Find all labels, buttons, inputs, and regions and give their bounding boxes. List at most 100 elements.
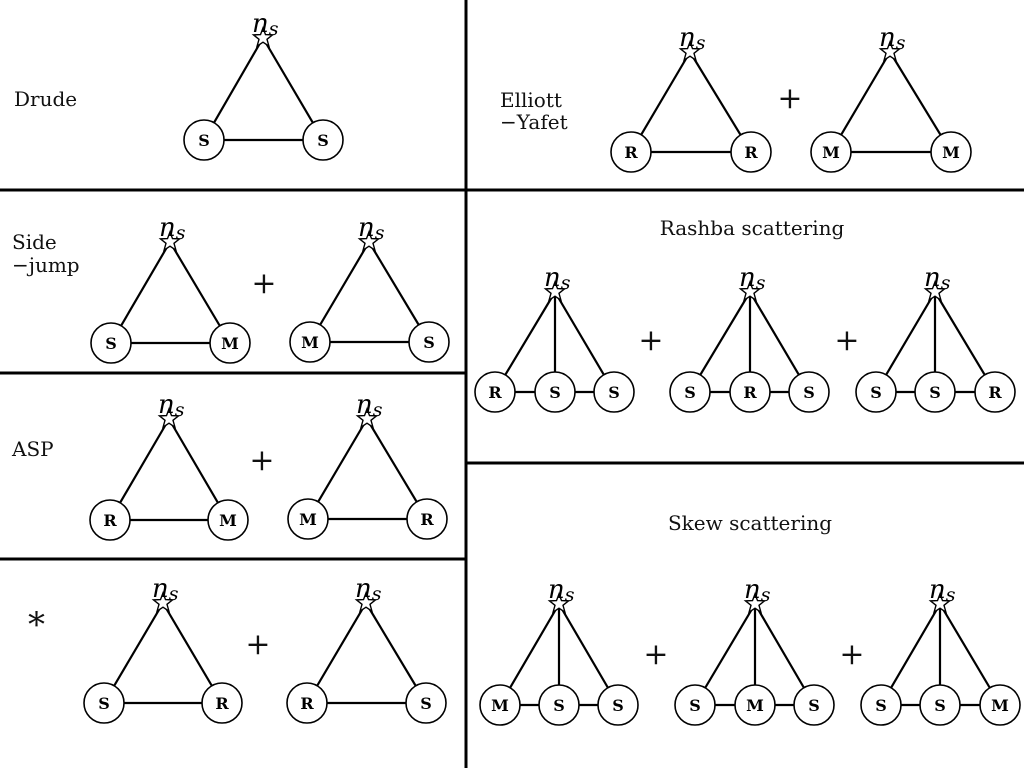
- star-vertex-icon: [151, 591, 175, 613]
- vertex-circle: [302, 119, 344, 161]
- ns-label: ns: [544, 263, 571, 294]
- vertex-circle: [729, 371, 771, 413]
- ns-subscript: s: [269, 18, 279, 40]
- plus-sign: +: [777, 81, 802, 116]
- plus-sign: +: [638, 323, 663, 358]
- ns-label: ns: [679, 23, 706, 54]
- label-asp: ASP: [11, 437, 54, 461]
- star-vertex-icon: [543, 280, 567, 302]
- ns-main: n: [739, 263, 756, 293]
- vertex-circle: [810, 131, 852, 173]
- ns-main: n: [924, 263, 941, 293]
- vertex-label: R: [744, 143, 758, 162]
- vertex-label: S: [608, 383, 620, 402]
- ns-main: n: [252, 9, 269, 39]
- ns-main: n: [548, 575, 565, 605]
- ns-subscript: s: [375, 222, 385, 244]
- vertex-label: R: [215, 694, 229, 713]
- vertex-label: S: [612, 696, 624, 715]
- vertex-circle: [730, 131, 772, 173]
- plus-sign: +: [839, 637, 864, 672]
- vertex-label: R: [624, 143, 638, 162]
- ns-label: ns: [356, 390, 383, 421]
- vertex-label: R: [300, 694, 314, 713]
- vertex-label: M: [221, 334, 239, 353]
- vertex-circle: [974, 371, 1016, 413]
- vertex-label: S: [317, 131, 329, 150]
- vertex-circle: [674, 684, 716, 726]
- diagram-side-jump: M Sns: [289, 213, 450, 363]
- ns-subscript: s: [169, 583, 179, 605]
- ns-subscript: s: [941, 272, 951, 294]
- star-vertex-icon: [878, 40, 902, 62]
- star-vertex-icon: [157, 407, 181, 429]
- vertex-circle: [183, 119, 225, 161]
- vertex-circle: [788, 371, 830, 413]
- vertex-circle: [610, 131, 652, 173]
- ns-label: ns: [358, 213, 385, 244]
- vertex-circle: [207, 499, 249, 541]
- vertex-circle: [287, 498, 329, 540]
- star-vertex-icon: [251, 26, 275, 48]
- vertex-circle: [734, 684, 776, 726]
- ns-subscript: s: [761, 584, 771, 606]
- vertex-circle: [289, 321, 331, 363]
- ns-main: n: [152, 574, 169, 604]
- vertex-label: M: [746, 696, 764, 715]
- ns-label: ns: [548, 575, 575, 606]
- star-vertex-icon: [357, 230, 381, 252]
- star-vertex-icon: [928, 592, 952, 614]
- ns-subscript: s: [756, 272, 766, 294]
- vertex-label: M: [491, 696, 509, 715]
- vertex-circle: [90, 322, 132, 364]
- ns-label: ns: [924, 263, 951, 294]
- vertex-circle: [408, 321, 450, 363]
- plus-sign: +: [834, 323, 859, 358]
- ns-main: n: [159, 213, 176, 243]
- vertex-label: S: [549, 383, 561, 402]
- vertex-label: S: [684, 383, 696, 402]
- star-vertex-icon: [158, 230, 182, 252]
- vertex-label: M: [822, 143, 840, 162]
- vertex-label: R: [743, 383, 757, 402]
- vertex-circle: [209, 322, 251, 364]
- vertex-label: R: [988, 383, 1002, 402]
- vertex-circle: [89, 499, 131, 541]
- ns-main: n: [355, 574, 372, 604]
- ns-main: n: [356, 390, 373, 420]
- vertex-label: M: [301, 333, 319, 352]
- vertex-label: S: [803, 383, 815, 402]
- plus-sign: +: [249, 443, 274, 478]
- vertex-circle: [855, 371, 897, 413]
- vertex-circle: [201, 682, 243, 724]
- label-asterisk: *: [28, 605, 45, 645]
- vertex-circle: [597, 684, 639, 726]
- vertex-label: M: [299, 510, 317, 529]
- star-vertex-icon: [355, 407, 379, 429]
- star-vertex-icon: [678, 40, 702, 62]
- vertex-label: S: [808, 696, 820, 715]
- ns-main: n: [358, 213, 375, 243]
- vertex-circle: [479, 684, 521, 726]
- ns-subscript: s: [565, 584, 575, 606]
- ns-main: n: [679, 23, 696, 53]
- vertex-label: R: [420, 510, 434, 529]
- ns-label: ns: [152, 574, 179, 605]
- diagram-asp: M Rns: [287, 390, 448, 540]
- vertex-label: M: [991, 696, 1009, 715]
- vertex-label: S: [423, 333, 435, 352]
- vertex-circle: [538, 684, 580, 726]
- ns-subscript: s: [561, 272, 571, 294]
- ns-label: ns: [739, 263, 766, 294]
- vertex-circle: [860, 684, 902, 726]
- ns-main: n: [158, 390, 175, 420]
